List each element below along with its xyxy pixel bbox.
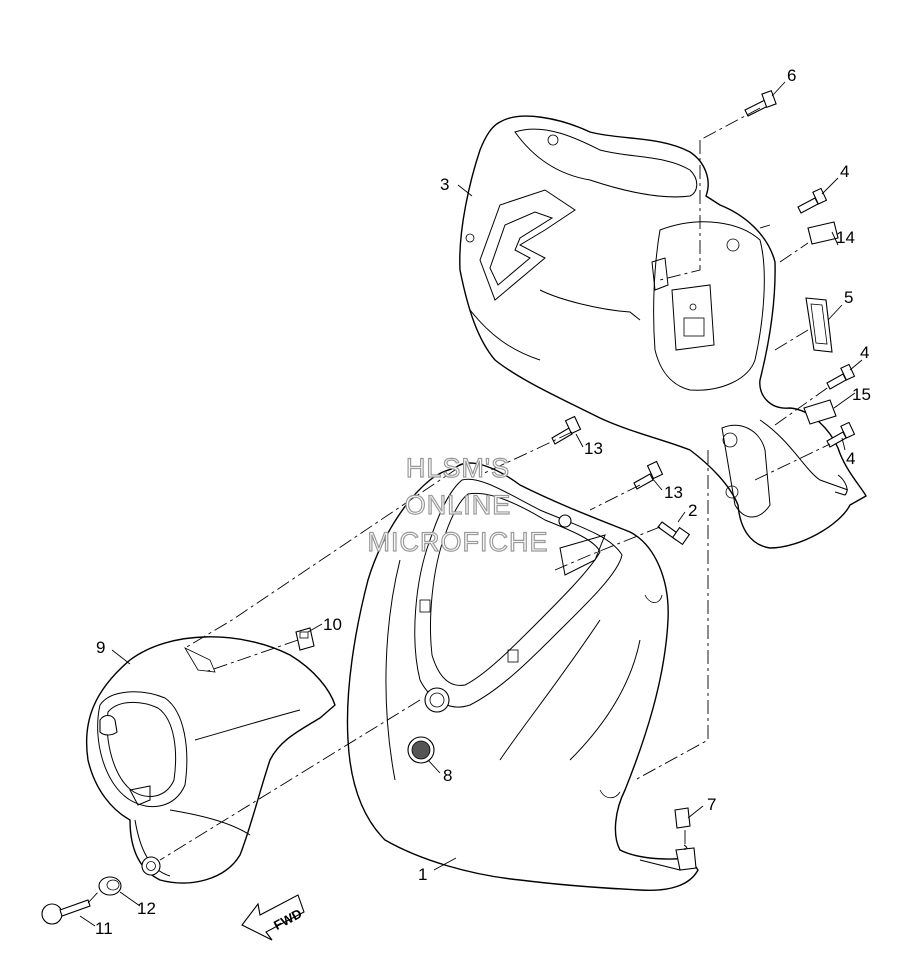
inner-leg-shield-part <box>459 115 867 549</box>
callout-2: 2 <box>688 501 697 520</box>
callout-4-middle: 4 <box>860 343 869 362</box>
callout-13-upper: 13 <box>584 439 603 458</box>
headlight-cover-part <box>85 636 336 884</box>
watermark: HLSM'S ONLINE MICROFICHE <box>367 452 549 557</box>
callout-6: 6 <box>787 66 796 85</box>
watermark-line-3: MICROFICHE <box>368 527 549 557</box>
callout-4-lower: 4 <box>846 449 855 468</box>
screw-4-lower <box>826 421 856 448</box>
callout-leaders <box>79 81 863 927</box>
callout-4-top: 4 <box>840 162 849 181</box>
callout-11: 11 <box>95 919 113 938</box>
callout-9: 9 <box>96 638 105 657</box>
screw-6 <box>744 90 777 117</box>
callout-3: 3 <box>440 175 449 194</box>
callout-15: 15 <box>852 385 871 404</box>
emblem-8 <box>407 736 435 764</box>
callout-7: 7 <box>707 795 716 814</box>
collar-12 <box>98 876 122 896</box>
screw-13-upper <box>551 415 582 445</box>
leg-shield-part <box>346 462 699 892</box>
callout-13-lower: 13 <box>664 483 683 502</box>
label-15 <box>803 399 837 425</box>
nut-clip-7 <box>674 807 697 871</box>
screw-11 <box>41 899 91 925</box>
watermark-line-1: HLSM'S <box>406 453 510 483</box>
nut-clip-10 <box>295 627 315 651</box>
assembly-lines <box>87 107 831 904</box>
callout-10: 10 <box>323 615 342 634</box>
callout-5: 5 <box>844 288 853 307</box>
callout-14: 14 <box>836 228 855 247</box>
callout-12: 12 <box>137 899 156 918</box>
grommet-5 <box>805 297 833 353</box>
fwd-arrow: FWD <box>241 894 305 941</box>
screw-4-middle <box>826 363 856 390</box>
watermark-line-2: ONLINE <box>405 490 512 520</box>
screw-4-top <box>797 187 828 214</box>
label-14 <box>807 221 839 245</box>
callout-8: 8 <box>443 766 452 785</box>
callout-1: 1 <box>418 865 427 884</box>
bolt-2 <box>657 521 691 546</box>
callout-numbers: 1 2 3 4 4 4 5 6 7 8 9 10 11 12 13 13 14 … <box>95 66 871 938</box>
